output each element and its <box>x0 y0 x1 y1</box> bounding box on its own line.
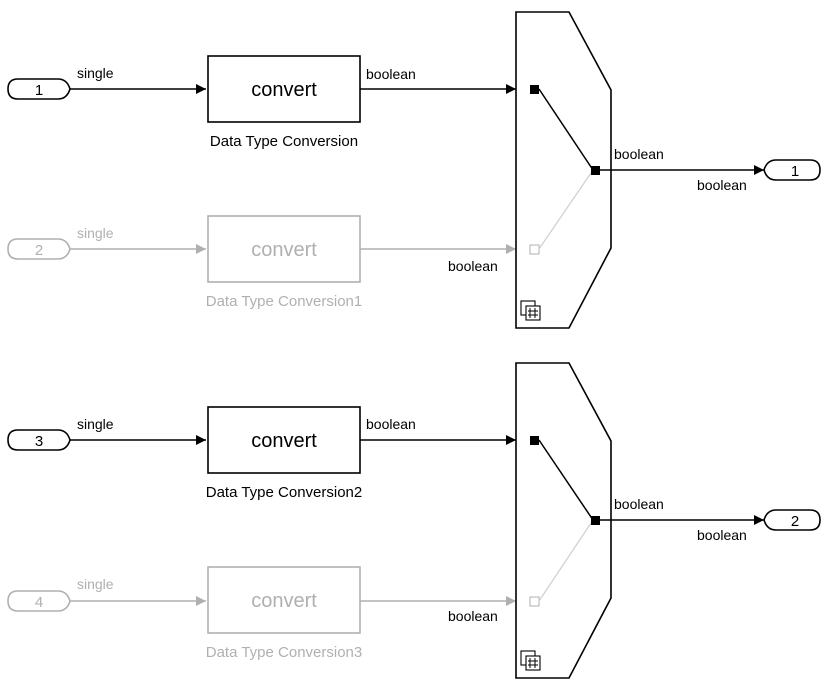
variant-subsystem-icon <box>520 650 541 671</box>
outport-number: 2 <box>791 513 799 530</box>
block-label: convert <box>251 430 317 452</box>
block-name: Data Type Conversion2 <box>206 484 362 501</box>
outport-2[interactable]: 2 <box>763 509 821 531</box>
signal-label: boolean <box>448 608 498 624</box>
outport-number: 1 <box>791 163 799 180</box>
data-type-conversion-block[interactable]: convert <box>207 406 361 474</box>
variant-switch-block[interactable] <box>515 362 612 679</box>
inactive-path <box>538 519 594 602</box>
inport-number: 2 <box>35 242 43 259</box>
block-label: convert <box>251 239 317 261</box>
inport-2[interactable]: 2 <box>7 238 71 260</box>
signal-label: single <box>77 65 114 81</box>
signal-label: boolean <box>366 416 416 432</box>
group-2: 3 single convert Data Type Conversion2 b… <box>7 362 821 679</box>
group-1: 1 single convert Data Type Conversion bo… <box>7 11 821 329</box>
signal-label: boolean <box>366 66 416 82</box>
active-port-marker <box>530 85 539 94</box>
output-port-marker <box>591 166 600 175</box>
data-type-conversion-block[interactable]: convert <box>207 55 361 123</box>
inactive-port-marker <box>529 244 540 255</box>
signal-label: single <box>77 416 114 432</box>
inactive-port-marker <box>529 596 540 607</box>
signal-label: boolean <box>697 177 747 193</box>
data-type-conversion-block[interactable]: convert <box>207 215 361 283</box>
inport-4[interactable]: 4 <box>7 590 71 612</box>
block-label: convert <box>251 79 317 101</box>
active-path <box>538 88 594 171</box>
variant-subsystem-icon <box>520 300 541 321</box>
signal-label: boolean <box>697 527 747 543</box>
block-name: Data Type Conversion1 <box>206 293 362 310</box>
output-port-marker <box>591 516 600 525</box>
inport-number: 1 <box>35 82 43 99</box>
inport-3[interactable]: 3 <box>7 429 71 451</box>
signal-label: boolean <box>614 146 664 162</box>
inactive-path <box>538 169 594 250</box>
variant-switch-block[interactable] <box>515 11 612 329</box>
block-label: convert <box>251 590 317 612</box>
outport-1[interactable]: 1 <box>763 159 821 181</box>
signal-label: single <box>77 225 114 241</box>
inport-number: 4 <box>35 594 43 611</box>
data-type-conversion-block[interactable]: convert <box>207 566 361 634</box>
signal-label: boolean <box>448 258 498 274</box>
block-name: Data Type Conversion <box>210 133 358 150</box>
block-name: Data Type Conversion3 <box>206 644 362 661</box>
inport-1[interactable]: 1 <box>7 78 71 100</box>
active-path <box>538 439 594 521</box>
signal-label: boolean <box>614 496 664 512</box>
signal-label: single <box>77 576 114 592</box>
active-port-marker <box>530 436 539 445</box>
inport-number: 3 <box>35 433 43 450</box>
